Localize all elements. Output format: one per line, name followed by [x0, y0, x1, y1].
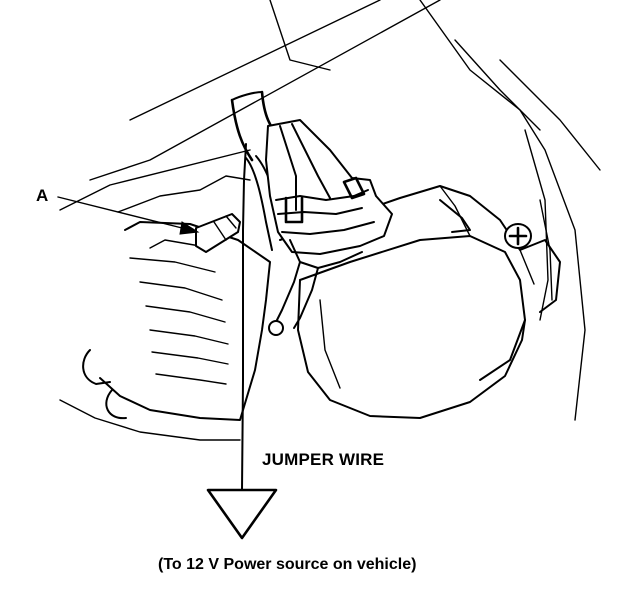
lower-left-housing — [59, 221, 271, 441]
connector-a — [195, 213, 241, 253]
coupler — [265, 119, 393, 336]
jumper-wire — [241, 143, 247, 491]
jumper-wire-label: JUMPER WIRE — [262, 450, 385, 469]
callout-a-label: A — [36, 186, 49, 205]
power-source-label: (To 12 V Power source on vehicle) — [158, 556, 417, 573]
positive-terminal — [504, 223, 532, 249]
power-source-triangle-icon — [206, 488, 278, 540]
callout-a-arrow — [57, 196, 200, 235]
